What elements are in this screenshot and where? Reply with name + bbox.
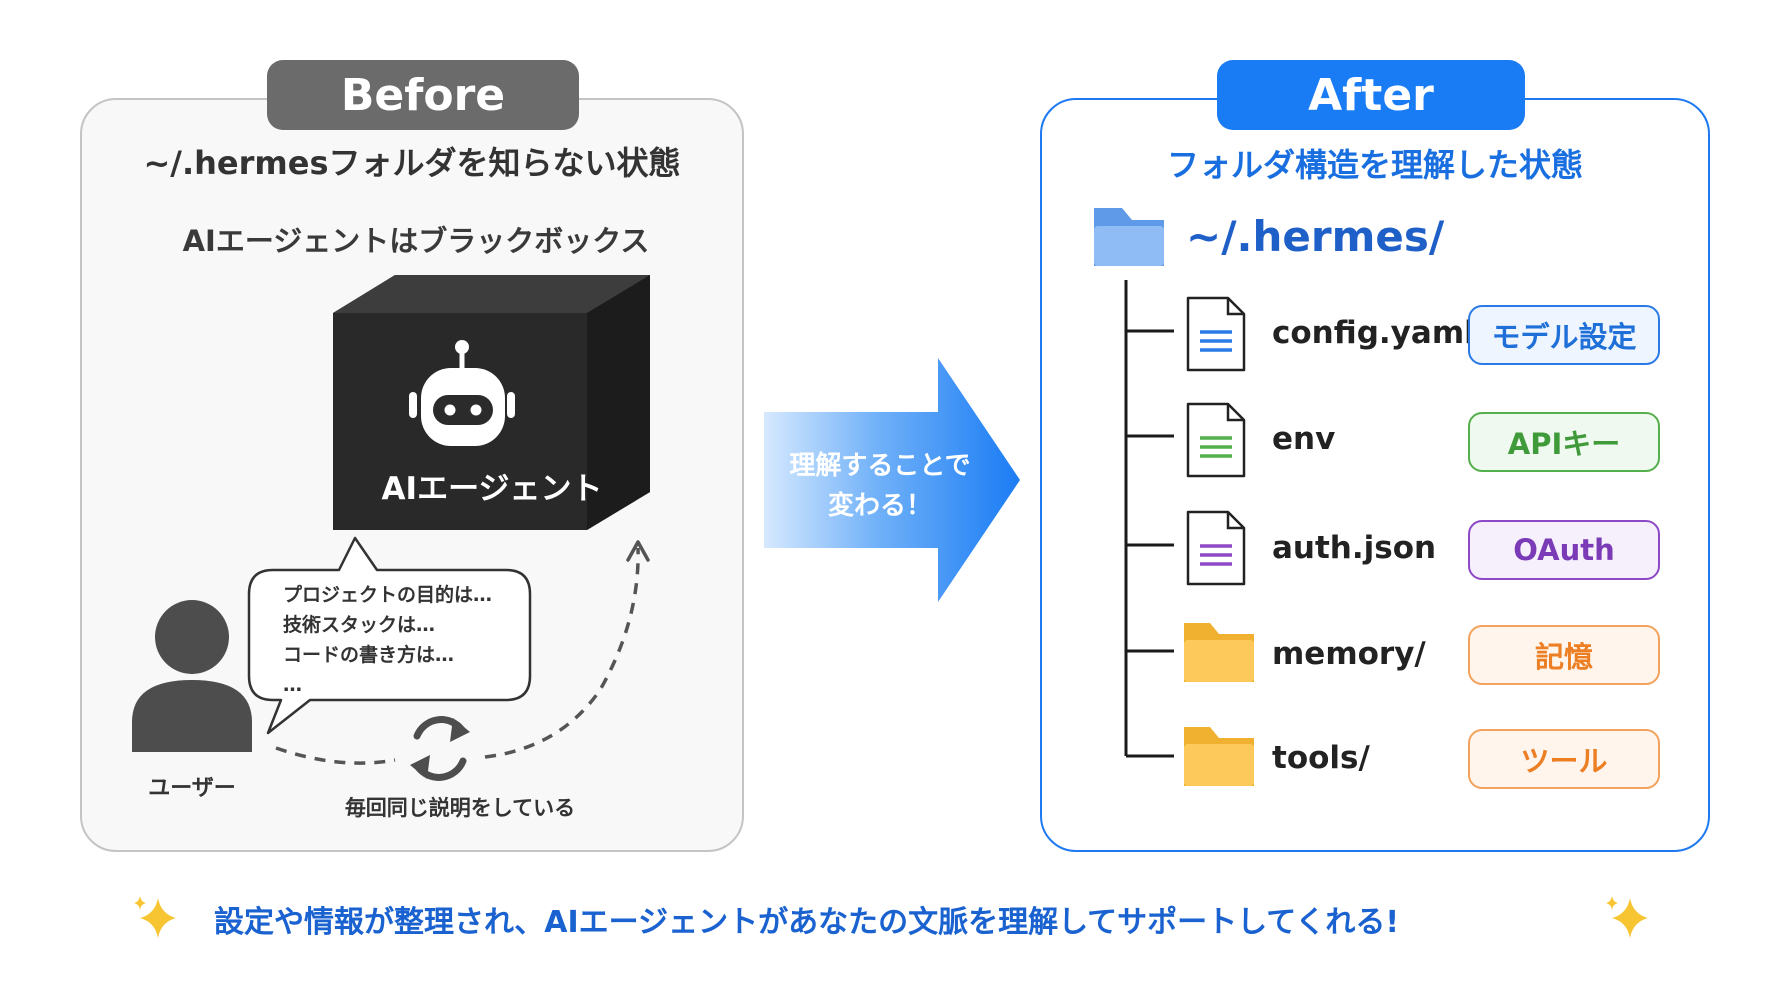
after-badge: After bbox=[1217, 60, 1525, 130]
arrow-text-line: 理解することで bbox=[789, 451, 971, 481]
bubble-line: 技術スタックは… bbox=[283, 614, 436, 636]
cycle-label: 毎回同じ説明をしている bbox=[344, 796, 576, 820]
before-subtitle: AIエージェントはブラックボックス bbox=[182, 224, 650, 258]
item-auth-json: auth.json bbox=[1272, 530, 1437, 566]
item-config-yaml: config.yaml bbox=[1272, 315, 1475, 351]
bubble-line: … bbox=[283, 674, 302, 696]
item-memory: memory/ bbox=[1272, 636, 1426, 672]
sparkle-icon bbox=[134, 896, 176, 938]
tag-oauth: OAuth bbox=[1468, 520, 1660, 580]
bubble-text: プロジェクトの目的は… 技術スタックは… コードの書き方は… … bbox=[283, 580, 523, 700]
tag-tools: ツール bbox=[1468, 729, 1660, 789]
after-title: フォルダ構造を理解した状態 bbox=[1166, 146, 1583, 184]
before-badge: Before bbox=[267, 60, 579, 130]
tag-model-settings: モデル設定 bbox=[1468, 305, 1660, 365]
tag-memory: 記憶 bbox=[1468, 625, 1660, 685]
item-env: env bbox=[1272, 421, 1336, 457]
bubble-line: プロジェクトの目的は… bbox=[283, 584, 493, 606]
arrow-text: 理解することで 変わる！ bbox=[770, 446, 990, 526]
bubble-line: コードの書き方は… bbox=[283, 644, 455, 666]
user-label: ユーザー bbox=[148, 776, 236, 801]
arrow-text-line: 変わる！ bbox=[827, 491, 932, 521]
item-tools: tools/ bbox=[1272, 740, 1370, 776]
agent-label: AIエージェント bbox=[381, 471, 603, 507]
bottom-message: 設定や情報が整理され、AIエージェントがあなたの文脈を理解してサポートしてくれる… bbox=[214, 905, 1400, 940]
sparkle-icon bbox=[1606, 896, 1648, 938]
before-title: ~/.hermesフォルダを知らない状態 bbox=[143, 144, 681, 182]
root-folder-label: ~/.hermes/ bbox=[1186, 212, 1445, 261]
tag-api-key: APIキー bbox=[1468, 412, 1660, 472]
